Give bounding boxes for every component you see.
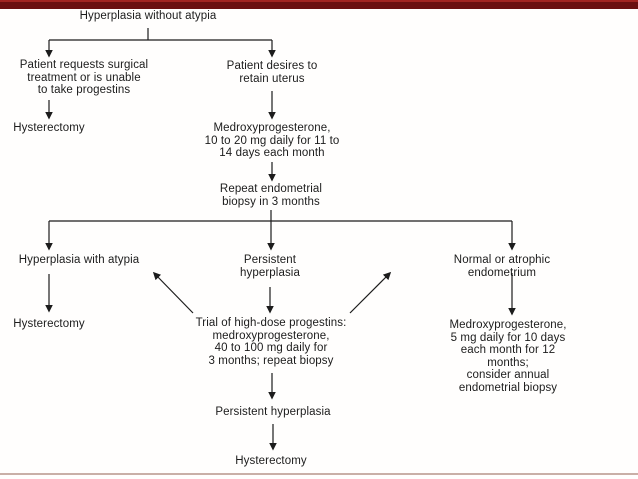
node-hysterectomy-1: Hysterectomy bbox=[13, 122, 85, 134]
node-hyperplasia-with-atypia: Hyperplasia with atypia bbox=[18, 254, 140, 266]
node-medroxyprogesterone-maintenance: Medroxyprogesterone, 5 mg daily for 10 d… bbox=[449, 319, 567, 394]
top-bar bbox=[0, 0, 638, 9]
node-trial-high-dose-progestins: Trial of high-dose progestins: medroxypr… bbox=[195, 317, 347, 367]
arrow-trial-to-atypia bbox=[152, 271, 194, 314]
node-hysterectomy-3: Hysterectomy bbox=[235, 455, 307, 467]
bottom-rule bbox=[0, 473, 638, 475]
node-persistent-hyperplasia-2: Persistent hyperplasia bbox=[215, 406, 331, 418]
node-patient-desires-retain-uterus: Patient desires to retain uterus bbox=[226, 60, 318, 85]
node-repeat-endometrial-biopsy: Repeat endometrial biopsy in 3 months bbox=[219, 183, 323, 208]
node-patient-requests-surgical: Patient requests surgical treatment or i… bbox=[19, 59, 149, 96]
node-normal-atrophic-endometrium: Normal or atrophic endometrium bbox=[453, 254, 551, 279]
arrow-trial-to-normal bbox=[349, 271, 392, 314]
node-hysterectomy-2: Hysterectomy bbox=[13, 318, 85, 330]
node-persistent-hyperplasia-1: Persistent hyperplasia bbox=[240, 254, 300, 279]
node-medroxyprogesterone-initial: Medroxyprogesterone, 10 to 20 mg daily f… bbox=[204, 122, 340, 159]
node-hyperplasia-without-atypia: Hyperplasia without atypia bbox=[79, 10, 217, 22]
